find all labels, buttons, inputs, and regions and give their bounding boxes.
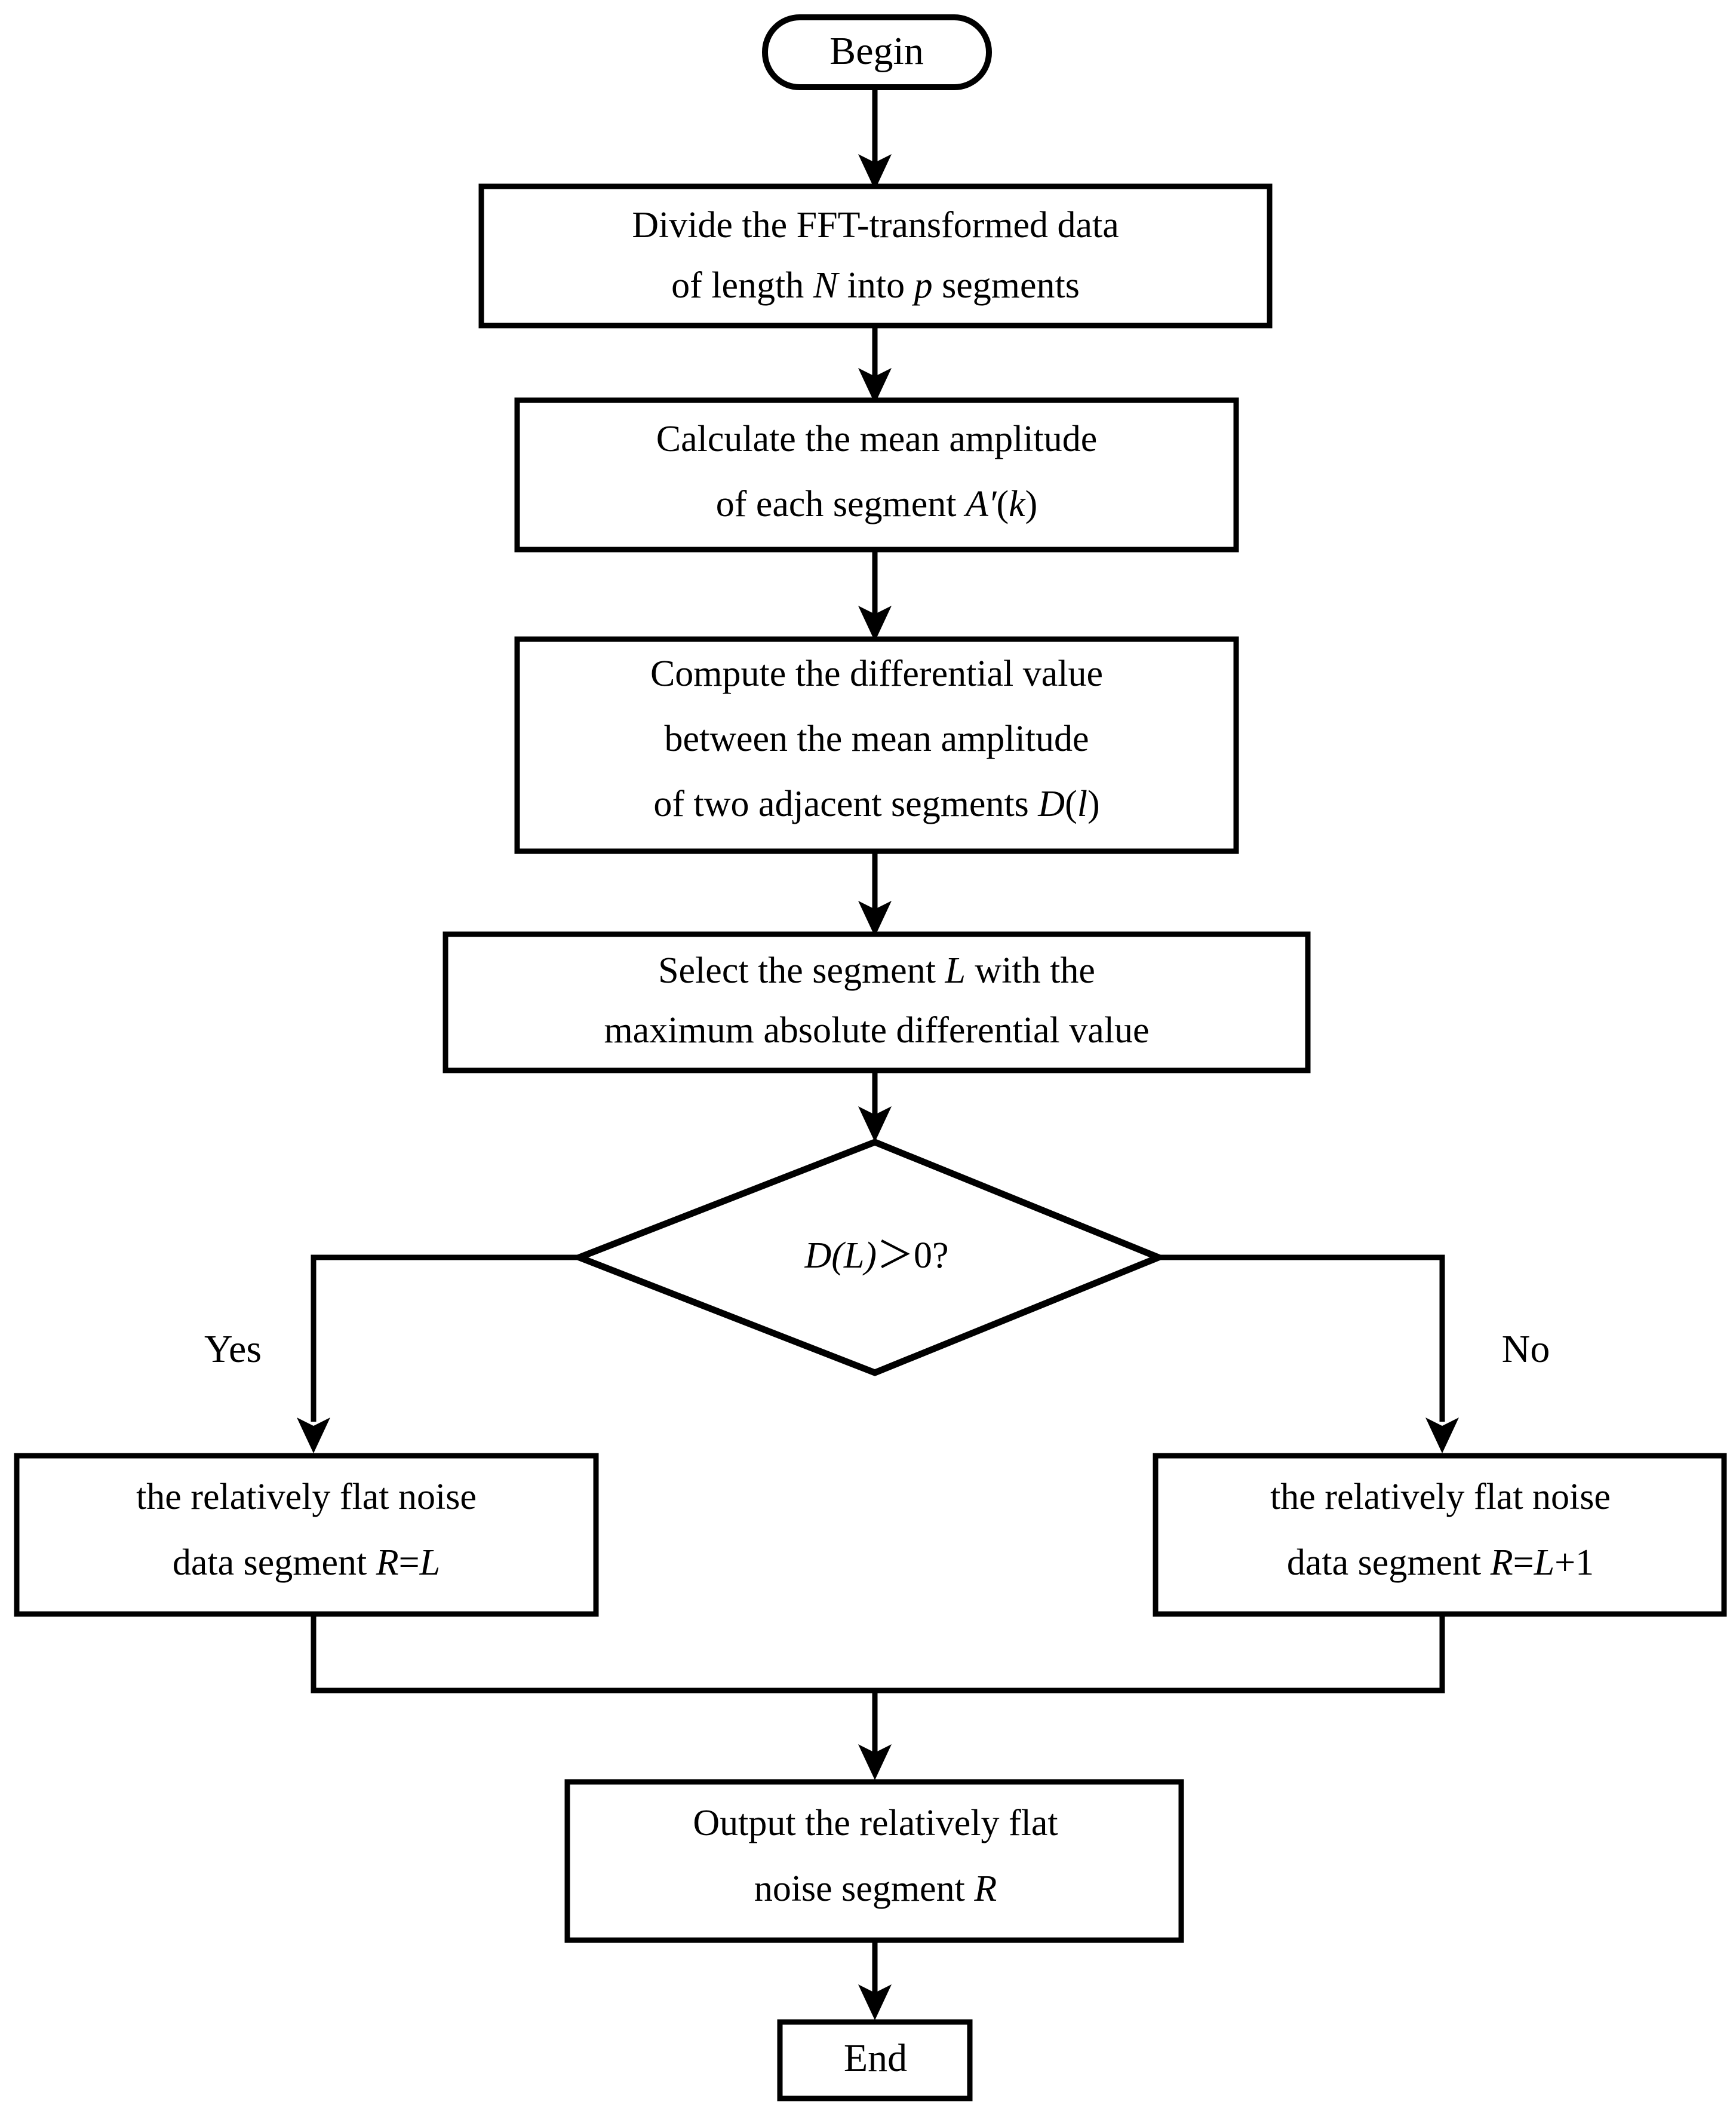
divide-l2-var-n: N bbox=[813, 265, 840, 306]
divide-line-2: of length N into p segments bbox=[671, 265, 1080, 306]
yes-line-2: data segment R=L bbox=[173, 1542, 440, 1583]
edge-merge-to-output bbox=[311, 1615, 1445, 1780]
yes-l2-eq: = bbox=[399, 1542, 420, 1583]
begin-label: Begin bbox=[829, 29, 924, 73]
compute-shape bbox=[514, 636, 1239, 854]
cond-var-l: L bbox=[843, 1235, 864, 1276]
out-l2-var-r: R bbox=[973, 1868, 997, 1909]
divide-l2-var-p: p bbox=[912, 265, 933, 306]
begin-shape bbox=[762, 14, 992, 90]
yes-branch-shape bbox=[14, 1453, 599, 1617]
node-calculate[interactable]: Calculate the mean amplitude of each seg… bbox=[514, 397, 1239, 553]
comp-l3-b: ( bbox=[1065, 784, 1077, 824]
no-line-1: the relatively flat noise bbox=[1270, 1477, 1611, 1517]
divide-shape bbox=[478, 183, 1273, 329]
svg-text:maximum absolute differential: maximum absolute differential value bbox=[604, 1010, 1149, 1051]
no-l2-a: data segment bbox=[1287, 1542, 1491, 1583]
yes-line-1: the relatively flat noise bbox=[136, 1477, 477, 1517]
node-begin[interactable]: Begin bbox=[762, 14, 992, 90]
svg-text:Calculate the mean amplitude: Calculate the mean amplitude bbox=[656, 419, 1098, 459]
yes-l2-var-r: R bbox=[376, 1542, 399, 1583]
comp-l3-var-l: l bbox=[1077, 784, 1087, 824]
no-l2-eq: = bbox=[1513, 1542, 1534, 1583]
no-l2-var-r: R bbox=[1490, 1542, 1513, 1583]
decision-shape bbox=[570, 1139, 1167, 1376]
no-l2-var-l: L bbox=[1534, 1542, 1554, 1583]
compute-line-1: Compute the differential value bbox=[650, 653, 1103, 694]
calculate-line-2: of each segment A′(k) bbox=[716, 484, 1038, 524]
edge-label-yes: Yes bbox=[204, 1327, 262, 1371]
sel-l1-b: with the bbox=[966, 950, 1095, 991]
node-decision[interactable]: D(L)＞0? bbox=[570, 1139, 1167, 1376]
comp-l3-a: of two adjacent segments bbox=[653, 784, 1038, 824]
edge-begin-to-divide bbox=[858, 87, 892, 190]
end-label: End bbox=[844, 2036, 907, 2080]
svg-text:the relatively flat noise: the relatively flat noise bbox=[136, 1477, 477, 1517]
edge-label-no: No bbox=[1502, 1327, 1550, 1371]
yes-l2-var-l: L bbox=[419, 1542, 440, 1583]
no-line-2: data segment R=L+1 bbox=[1287, 1542, 1594, 1583]
compute-line-2: between the mean amplitude bbox=[664, 719, 1089, 759]
output-line-1: Output the relatively flat bbox=[693, 1803, 1058, 1843]
sel-l1-var-l: L bbox=[944, 950, 965, 991]
edge-output-to-end bbox=[858, 1940, 892, 2020]
divide-l2-c: segments bbox=[933, 265, 1080, 306]
cond-paren-1: ( bbox=[831, 1235, 846, 1276]
divide-line-1: Divide the FFT-transformed data bbox=[632, 205, 1119, 246]
svg-text:Output the relatively flat: Output the relatively flat bbox=[693, 1803, 1058, 1843]
node-divide[interactable]: Divide the FFT-transformed data of lengt… bbox=[478, 183, 1273, 329]
sel-l1-a: Select the segment bbox=[658, 950, 945, 991]
node-compute[interactable]: Compute the differential value between t… bbox=[514, 636, 1239, 854]
comp-l3-var-d: D bbox=[1037, 784, 1065, 824]
cond-paren-2: ) bbox=[862, 1235, 877, 1276]
comp-l3-c: ) bbox=[1087, 784, 1100, 824]
node-output[interactable]: Output the relatively flat noise segment… bbox=[564, 1779, 1184, 1943]
edge-decision-yes bbox=[297, 1254, 579, 1453]
output-line-2: noise segment R bbox=[754, 1868, 997, 1909]
edge-divide-to-calculate bbox=[858, 326, 892, 404]
node-no-branch[interactable]: the relatively flat noise data segment R… bbox=[1153, 1453, 1727, 1617]
calc-l2-var-k: k bbox=[1009, 484, 1026, 524]
calc-l2-c: ) bbox=[1025, 484, 1038, 524]
calc-l2-var-a: A′ bbox=[963, 484, 997, 524]
divide-l2-a: of length bbox=[671, 265, 813, 306]
svg-text:between the mean amplitude: between the mean amplitude bbox=[664, 719, 1089, 759]
svg-text:the relatively flat noise: the relatively flat noise bbox=[1270, 1477, 1611, 1517]
svg-text:Divide the FFT-transformed dat: Divide the FFT-transformed data bbox=[632, 205, 1119, 246]
yes-l2-a: data segment bbox=[173, 1542, 376, 1583]
calculate-line-1: Calculate the mean amplitude bbox=[656, 419, 1098, 459]
cond-var-d: D bbox=[804, 1235, 831, 1276]
node-yes-branch[interactable]: the relatively flat noise data segment R… bbox=[14, 1453, 599, 1617]
divide-l2-b: into bbox=[838, 265, 914, 306]
no-l2-plus: +1 bbox=[1554, 1542, 1594, 1583]
edge-decision-no bbox=[1159, 1254, 1459, 1453]
svg-text:Compute the differential value: Compute the differential value bbox=[650, 653, 1103, 694]
calculate-shape bbox=[514, 397, 1239, 553]
svg-text:Begin: Begin bbox=[829, 29, 924, 73]
select-shape bbox=[443, 931, 1311, 1073]
select-line-1: Select the segment L with the bbox=[658, 950, 1095, 991]
no-branch-shape bbox=[1153, 1453, 1727, 1617]
compute-line-3: of two adjacent segments D(l) bbox=[653, 784, 1099, 824]
node-select[interactable]: Select the segment L with the maximum ab… bbox=[443, 931, 1311, 1073]
edge-compute-to-select bbox=[858, 851, 892, 937]
edge-select-to-decision bbox=[858, 1070, 892, 1142]
out-l2-a: noise segment bbox=[754, 1868, 975, 1909]
end-shape bbox=[777, 2019, 973, 2101]
select-line-2: maximum absolute differential value bbox=[604, 1010, 1149, 1051]
output-shape bbox=[564, 1779, 1184, 1943]
cond-operator: ＞0? bbox=[877, 1235, 949, 1276]
edge-calculate-to-compute bbox=[858, 550, 892, 642]
calc-l2-a: of each segment bbox=[716, 484, 966, 524]
calc-l2-b: ( bbox=[996, 484, 1009, 524]
node-end[interactable]: End bbox=[777, 2019, 973, 2101]
decision-condition: D(L)＞0? bbox=[804, 1235, 948, 1276]
svg-text:End: End bbox=[844, 2036, 907, 2080]
